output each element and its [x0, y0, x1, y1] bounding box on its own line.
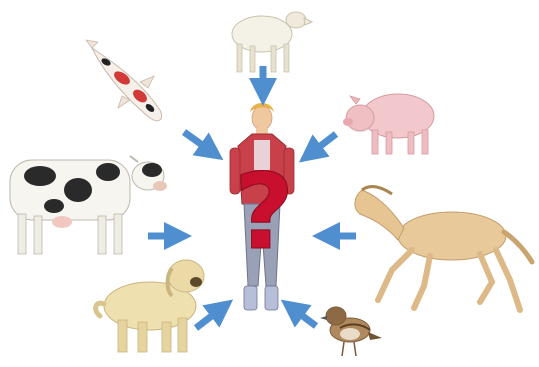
sheep-icon	[232, 12, 312, 72]
arrow-from-dog	[196, 308, 222, 328]
question-mark: ?	[234, 151, 294, 273]
arrow-from-bird	[292, 308, 316, 326]
dog-icon	[96, 260, 204, 352]
bird-icon	[320, 307, 382, 356]
arrow-from-pig	[310, 134, 336, 154]
pig-icon	[343, 94, 434, 154]
fish-icon	[86, 40, 162, 121]
arrow-from-fish	[184, 132, 212, 152]
cow-icon	[10, 156, 167, 254]
horse-icon	[355, 187, 532, 310]
question-mark-overlay: ?	[234, 151, 294, 273]
